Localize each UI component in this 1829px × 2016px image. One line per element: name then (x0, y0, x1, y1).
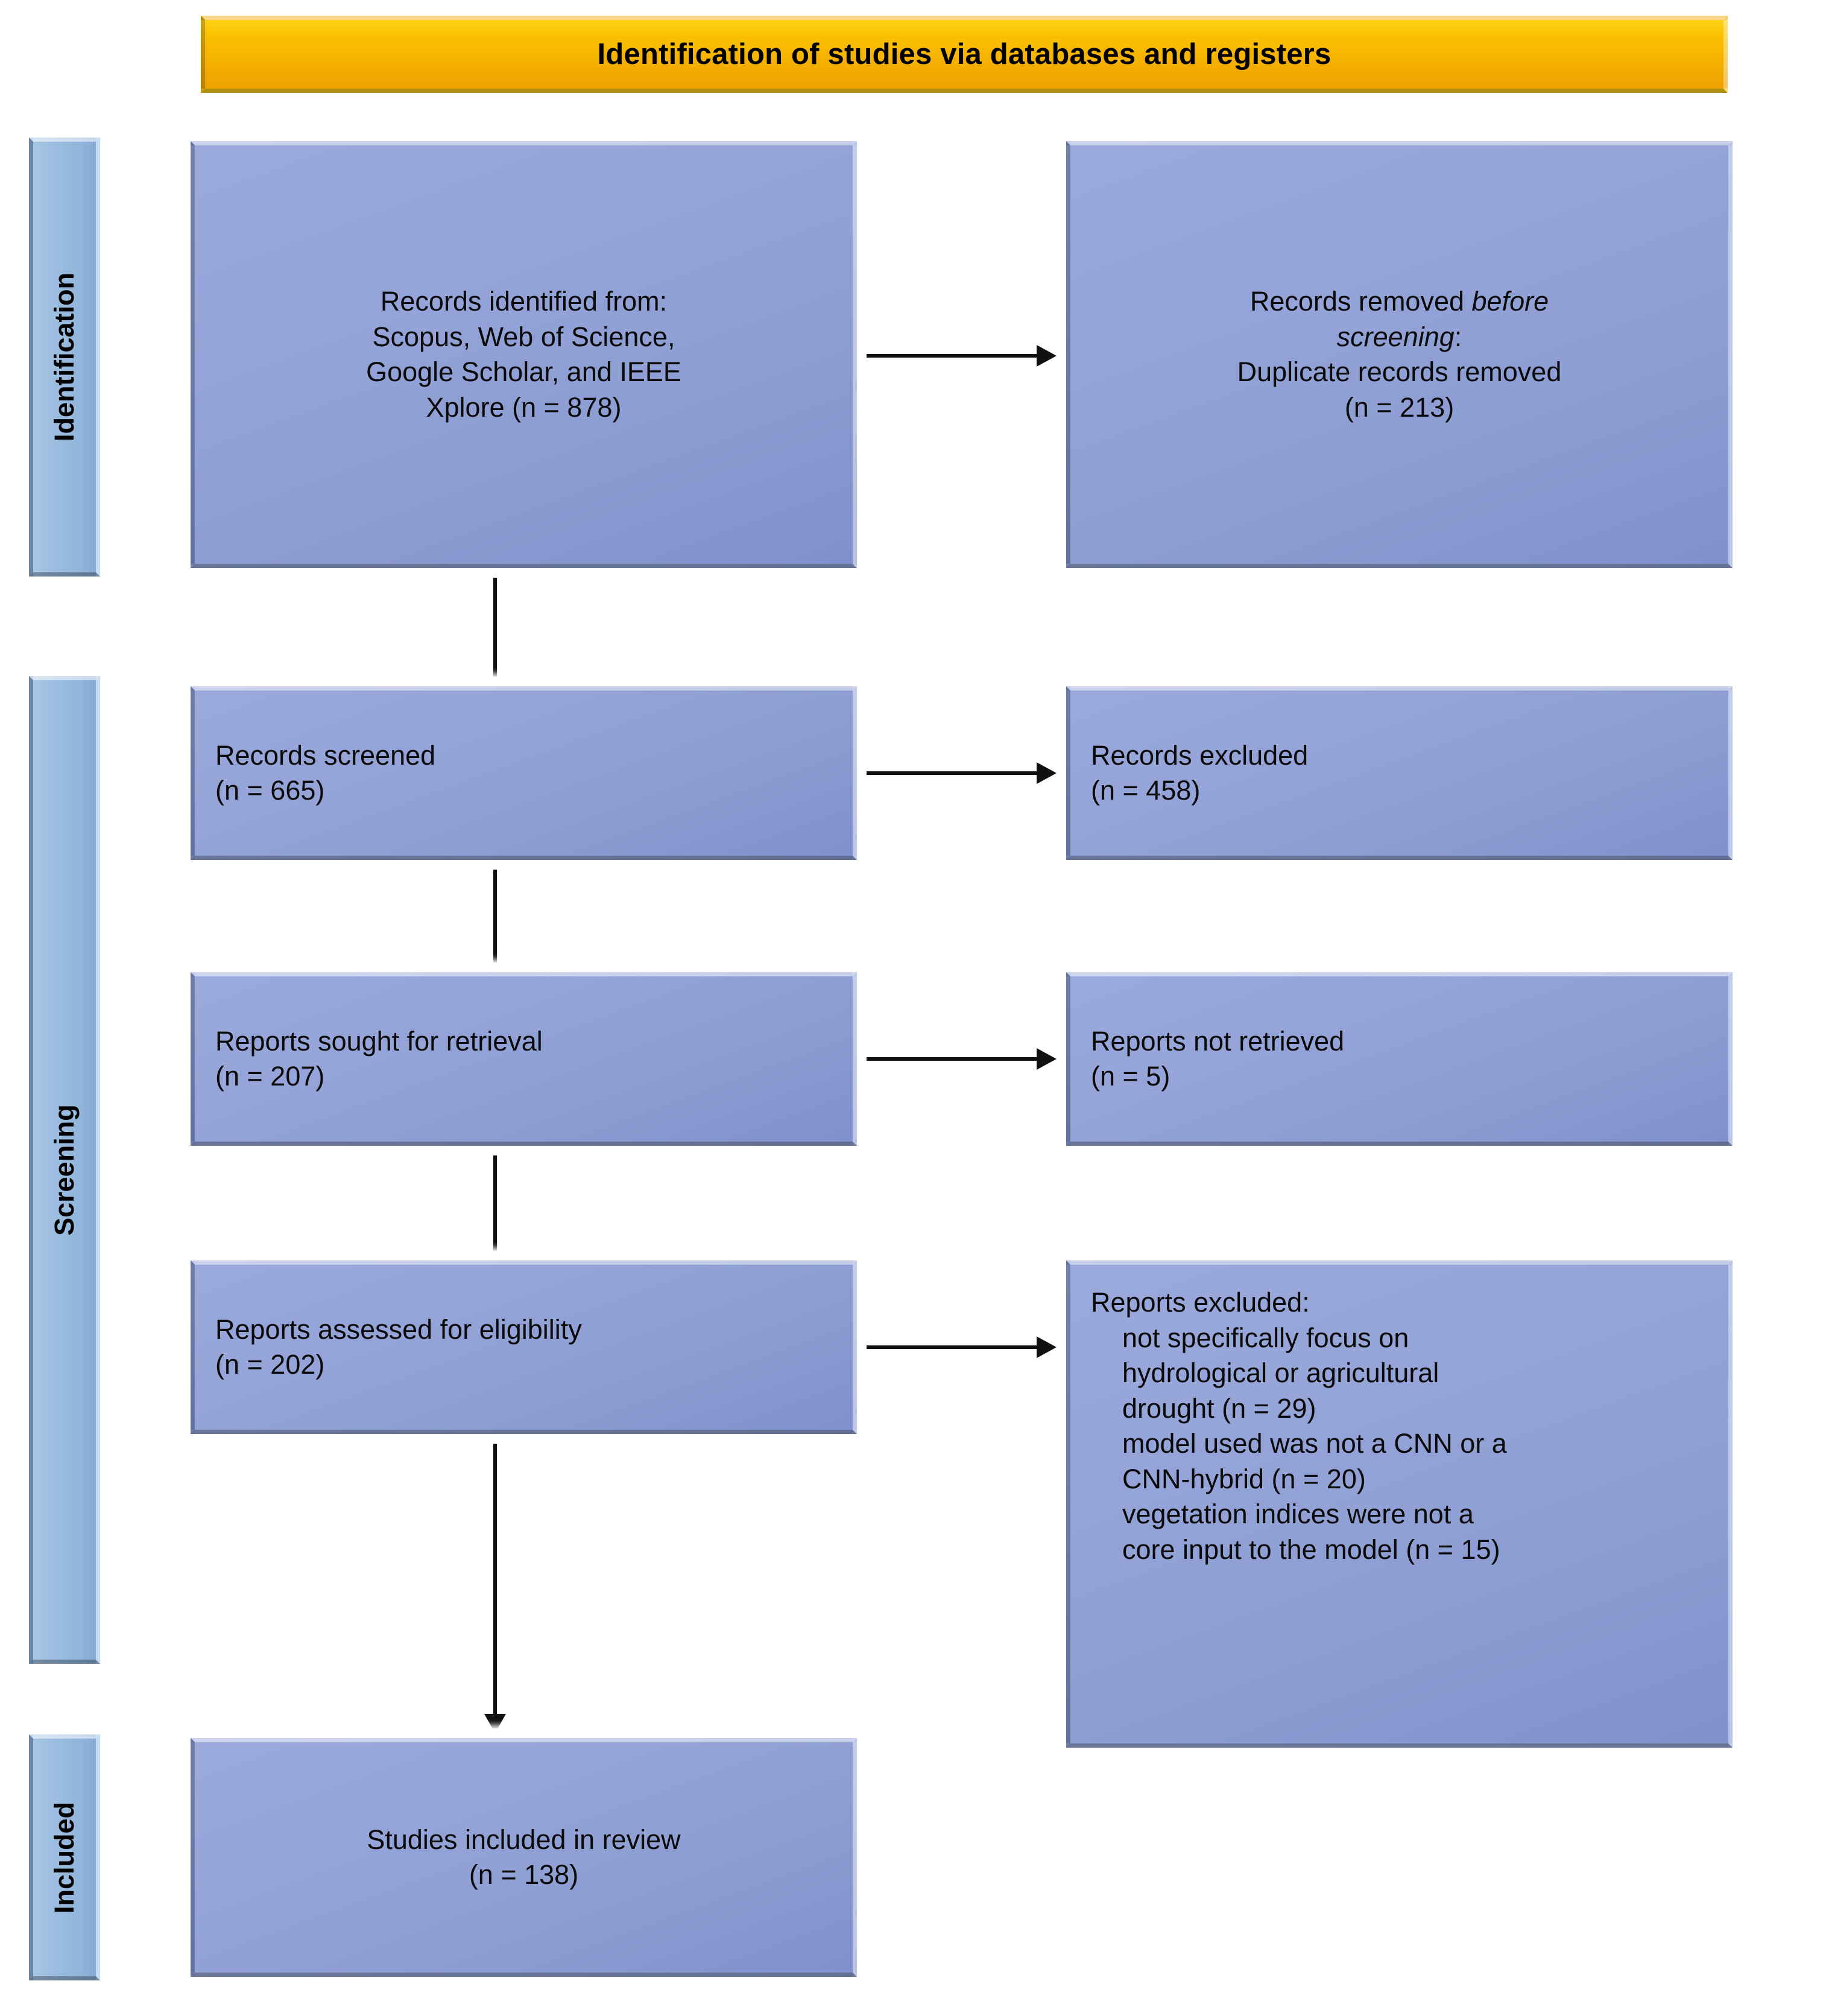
text-line: (n = 5) (1091, 1061, 1170, 1092)
box-records-screened-text: Records screened (n = 665) (195, 690, 853, 856)
stage-label-included: Included (49, 1801, 80, 1913)
text-line: Reports not retrieved (1091, 1025, 1345, 1057)
text-line: Records screened (215, 739, 436, 771)
box-studies-included-text: Studies included in review (n = 138) (195, 1742, 853, 1973)
stage-bar-identification: Identification (29, 137, 100, 577)
arrow-assessed-to-excluded (867, 1335, 1057, 1359)
arrow-identified-to-removed (867, 344, 1057, 368)
text-line: Reports assessed for eligibility (215, 1313, 582, 1345)
stage-bar-screening: Screening (29, 676, 100, 1664)
text-line: Google Scholar, and IEEE (366, 356, 681, 387)
stage-label-screening: Screening (49, 1104, 80, 1236)
box-reports-assessed-text: Reports assessed for eligibility (n = 20… (195, 1265, 853, 1430)
text-line: CNN-hybrid (n = 20) (1122, 1463, 1366, 1494)
stage-bar-included-frame: Included (19, 1725, 110, 1990)
box-reports-sought-frame: Reports sought for retrieval (n = 207) (181, 962, 867, 1155)
box-reports-not-retrieved[interactable]: Reports not retrieved (n = 5) (1066, 972, 1733, 1146)
box-records-removed[interactable]: Records removed before screening: Duplic… (1066, 141, 1733, 568)
box-reports-assessed-frame: Reports assessed for eligibility (n = 20… (181, 1251, 867, 1444)
text-line-heading: Reports excluded: (1091, 1287, 1310, 1318)
text-line: screening: (1337, 320, 1462, 355)
box-studies-included-frame: Studies included in review (n = 138) (181, 1728, 867, 1986)
text-span-italic: before (1471, 286, 1549, 317)
stage-bar-screening-frame: Screening (19, 666, 110, 1673)
arrow-assessed-to-included (483, 1444, 507, 1733)
box-studies-included[interactable]: Studies included in review (n = 138) (191, 1738, 857, 1977)
text-line: Xplore (n = 878) (426, 391, 622, 423)
box-reports-sought-text: Reports sought for retrieval (n = 207) (195, 976, 853, 1142)
text-line: (n = 213) (1344, 391, 1455, 423)
text-line: drought (n = 29) (1122, 1392, 1316, 1424)
text-line: not specifically focus on (1122, 1322, 1409, 1353)
text-line: vegetation indices were not a (1122, 1499, 1474, 1529)
text-line: Records identified from: (380, 286, 668, 317)
text-line: Scopus, Web of Science, (372, 321, 675, 352)
text-line: (n = 138) (469, 1859, 579, 1890)
text-line: (n = 202) (215, 1349, 325, 1380)
box-reports-sought[interactable]: Reports sought for retrieval (n = 207) (191, 972, 857, 1146)
banner-shape: Identification of studies via databases … (201, 16, 1728, 93)
box-records-excluded-frame: Records excluded (n = 458) (1057, 677, 1742, 870)
banner-frame: Identification of studies via databases … (191, 6, 1737, 103)
text-line: Reports sought for retrieval (215, 1025, 543, 1057)
text-line: (n = 665) (215, 775, 325, 806)
box-records-excluded[interactable]: Records excluded (n = 458) (1066, 686, 1733, 860)
text-line: model used was not a CNN or a (1122, 1428, 1507, 1459)
box-records-screened[interactable]: Records screened (n = 665) (191, 686, 857, 860)
box-records-identified-text: Records identified from: Scopus, Web of … (195, 145, 853, 564)
text-line: Records excluded (1091, 739, 1309, 771)
text-span: Records removed (1249, 286, 1472, 317)
text-line: core input to the model (n = 15) (1122, 1534, 1500, 1565)
box-records-removed-text: Records removed before screening: Duplic… (1070, 145, 1728, 564)
arrow-sought-to-not-retrieved (867, 1047, 1057, 1071)
stage-label-identification: Identification (49, 273, 80, 441)
text-line: Duplicate records removed (1237, 356, 1562, 387)
banner-title: Identification of studies via databases … (597, 38, 1331, 71)
box-reports-not-retrieved-text: Reports not retrieved (n = 5) (1070, 976, 1728, 1142)
box-reports-assessed[interactable]: Reports assessed for eligibility (n = 20… (191, 1260, 857, 1434)
box-reports-excluded-frame: Reports excluded: not specifically focus… (1057, 1251, 1742, 1757)
text-line: Records removed before (1250, 284, 1549, 320)
text-line: (n = 207) (215, 1061, 325, 1092)
stage-bar-identification-frame: Identification (19, 128, 110, 586)
text-line: Studies included in review (367, 1824, 681, 1855)
box-reports-not-retrieved-frame: Reports not retrieved (n = 5) (1057, 962, 1742, 1155)
box-records-identified[interactable]: Records identified from: Scopus, Web of … (191, 141, 857, 568)
stage-bar-included: Included (29, 1734, 100, 1980)
box-records-identified-frame: Records identified from: Scopus, Web of … (181, 131, 867, 578)
arrow-screened-to-excluded (867, 761, 1057, 785)
box-reports-excluded-text: Reports excluded: not specifically focus… (1070, 1265, 1728, 1743)
box-records-screened-frame: Records screened (n = 665) (181, 677, 867, 870)
text-span: : (1454, 321, 1462, 352)
text-line: (n = 458) (1091, 775, 1201, 806)
box-records-removed-frame: Records removed before screening: Duplic… (1057, 131, 1742, 578)
text-line: hydrological or agricultural (1122, 1357, 1439, 1388)
box-records-excluded-text: Records excluded (n = 458) (1070, 690, 1728, 856)
box-reports-excluded[interactable]: Reports excluded: not specifically focus… (1066, 1260, 1733, 1748)
text-span-italic: screening (1336, 321, 1455, 352)
